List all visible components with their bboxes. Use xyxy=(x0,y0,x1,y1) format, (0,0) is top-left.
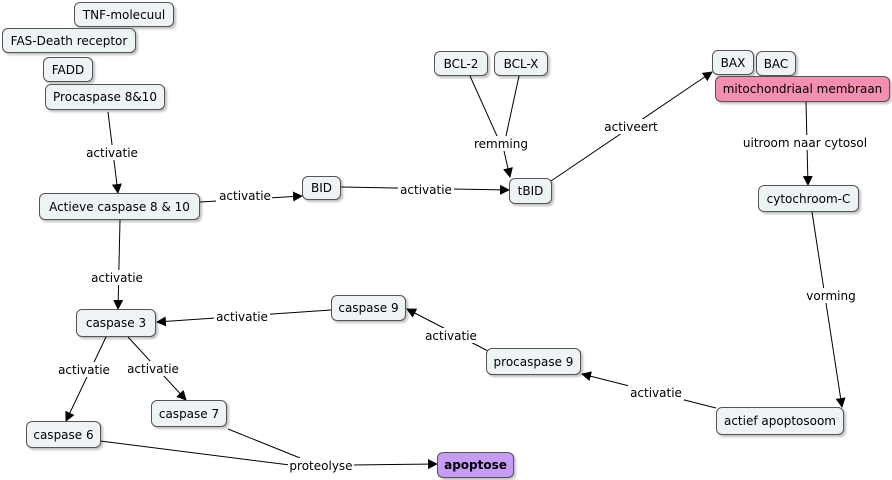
edge-proteolyse: proteolyse xyxy=(99,428,438,473)
edge-label: proteolyse xyxy=(289,459,352,473)
node-procaspase-8-10[interactable]: Procaspase 8&10 xyxy=(45,84,165,110)
node-bcl-2[interactable]: BCL-2 xyxy=(434,51,488,76)
edge-label: activatie xyxy=(630,386,682,400)
edge-label: remming xyxy=(474,137,528,151)
node-mitochondriaal-membraan[interactable]: mitochondriaal membraan xyxy=(715,76,890,102)
edge-procaspase9-caspase9: activatie xyxy=(406,308,489,352)
edge-label: activatie xyxy=(58,363,110,377)
node-apoptose[interactable]: apoptose xyxy=(437,452,514,478)
edge-label: activatie xyxy=(400,183,452,197)
node-caspase-3[interactable]: caspase 3 xyxy=(76,309,156,337)
node-bid[interactable]: BID xyxy=(302,176,341,200)
edge-procaspase-actieve: activatie xyxy=(84,111,140,194)
edge-label: activatie xyxy=(216,310,268,324)
node-fas-death-receptor[interactable]: FAS-Death receptor xyxy=(2,28,136,53)
edge-label: vorming xyxy=(806,289,855,303)
edge-label: activatie xyxy=(86,146,138,160)
edge-bid-tbid: activatie xyxy=(340,182,510,197)
node-caspase-6[interactable]: caspase 6 xyxy=(26,421,101,448)
edge-label: activatie xyxy=(219,189,271,203)
node-cytochroom-c[interactable]: cytochroom-C xyxy=(758,185,859,212)
edge-label: activatie xyxy=(425,329,477,343)
node-actieve-caspase-8-10[interactable]: Actieve caspase 8 & 10 xyxy=(39,193,200,220)
edge-tbid-bax: activeert xyxy=(550,71,713,182)
edge-label: uitroom naar cytosol xyxy=(743,136,867,150)
node-caspase-9[interactable]: caspase 9 xyxy=(331,295,406,321)
node-tbid[interactable]: tBID xyxy=(509,178,552,204)
edge-bcl-tbid: remming xyxy=(469,75,530,178)
edge-caspase9-caspase3: activatie xyxy=(156,309,332,327)
node-procaspase-9[interactable]: procaspase 9 xyxy=(486,348,581,375)
edge-actieve-bid: activatie xyxy=(199,189,303,204)
node-bax[interactable]: BAX xyxy=(712,50,754,75)
node-caspase-7[interactable]: caspase 7 xyxy=(151,400,227,427)
edge-apoptosoom-procaspase9: activatie xyxy=(581,371,717,409)
node-tnf-molecuul[interactable]: TNF-molecuul xyxy=(74,2,174,27)
edge-label: activatie xyxy=(91,271,143,285)
node-fadd[interactable]: FADD xyxy=(43,57,93,82)
edge-caspase3-caspase7: activatie xyxy=(125,336,187,401)
edge-actieve-caspase3: activatie xyxy=(88,219,144,310)
edge-label: activatie xyxy=(127,362,179,376)
node-bac[interactable]: BAC xyxy=(756,51,796,76)
node-bcl-x[interactable]: BCL-X xyxy=(494,51,548,76)
edge-caspase3-caspase6: activatie xyxy=(56,336,112,422)
edge-mito-cytochroom: uitroom naar cytosol xyxy=(740,101,870,186)
node-actief-apoptosoom[interactable]: actief apoptosoom xyxy=(716,407,844,435)
edge-label: activeert xyxy=(604,120,658,134)
edge-cytochroom-apoptosoom: vorming xyxy=(804,211,858,408)
